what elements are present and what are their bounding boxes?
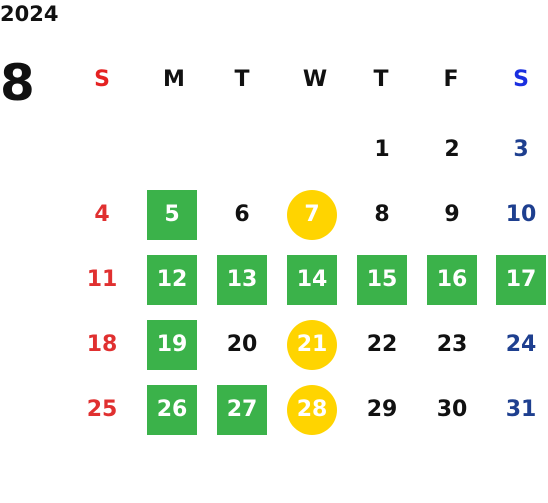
day-cell-1[interactable]: 1 [374,137,390,162]
weekday-wednesday: W [302,67,328,92]
day-cell-21[interactable]: 21 [287,320,337,370]
day-cell-23[interactable]: 23 [436,332,468,357]
day-cell-8[interactable]: 8 [374,202,390,227]
day-cell-5[interactable]: 5 [147,190,197,240]
day-cell-25[interactable]: 25 [86,397,118,422]
day-cell-16[interactable]: 16 [427,255,477,305]
day-cell-31[interactable]: 31 [505,397,537,422]
day-cell-14[interactable]: 14 [287,255,337,305]
weekday-thursday: T [373,67,389,92]
day-cell-22[interactable]: 22 [366,332,398,357]
day-cell-3[interactable]: 3 [513,137,529,162]
day-cell-15[interactable]: 15 [357,255,407,305]
weekday-monday: M [163,67,185,92]
day-cell-6[interactable]: 6 [234,202,250,227]
day-cell-26[interactable]: 26 [147,385,197,435]
day-cell-27[interactable]: 27 [217,385,267,435]
day-cell-4[interactable]: 4 [94,202,110,227]
weekday-friday: F [443,67,459,92]
day-cell-11[interactable]: 11 [86,267,118,292]
day-cell-19[interactable]: 19 [147,320,197,370]
day-cell-12[interactable]: 12 [147,255,197,305]
day-cell-30[interactable]: 30 [436,397,468,422]
day-cell-29[interactable]: 29 [366,397,398,422]
calendar-month: 8 [0,54,35,112]
weekday-tuesday: T [234,67,250,92]
day-cell-13[interactable]: 13 [217,255,267,305]
day-cell-10[interactable]: 10 [505,202,537,227]
calendar-year: 2024 [0,2,59,26]
day-cell-18[interactable]: 18 [86,332,118,357]
day-cell-17[interactable]: 17 [496,255,546,305]
day-cell-2[interactable]: 2 [444,137,460,162]
weekday-saturday: S [513,67,529,92]
day-cell-28[interactable]: 28 [287,385,337,435]
day-cell-24[interactable]: 24 [505,332,537,357]
day-cell-9[interactable]: 9 [444,202,460,227]
weekday-sunday: S [94,67,110,92]
day-cell-20[interactable]: 20 [226,332,258,357]
day-cell-7[interactable]: 7 [287,190,337,240]
